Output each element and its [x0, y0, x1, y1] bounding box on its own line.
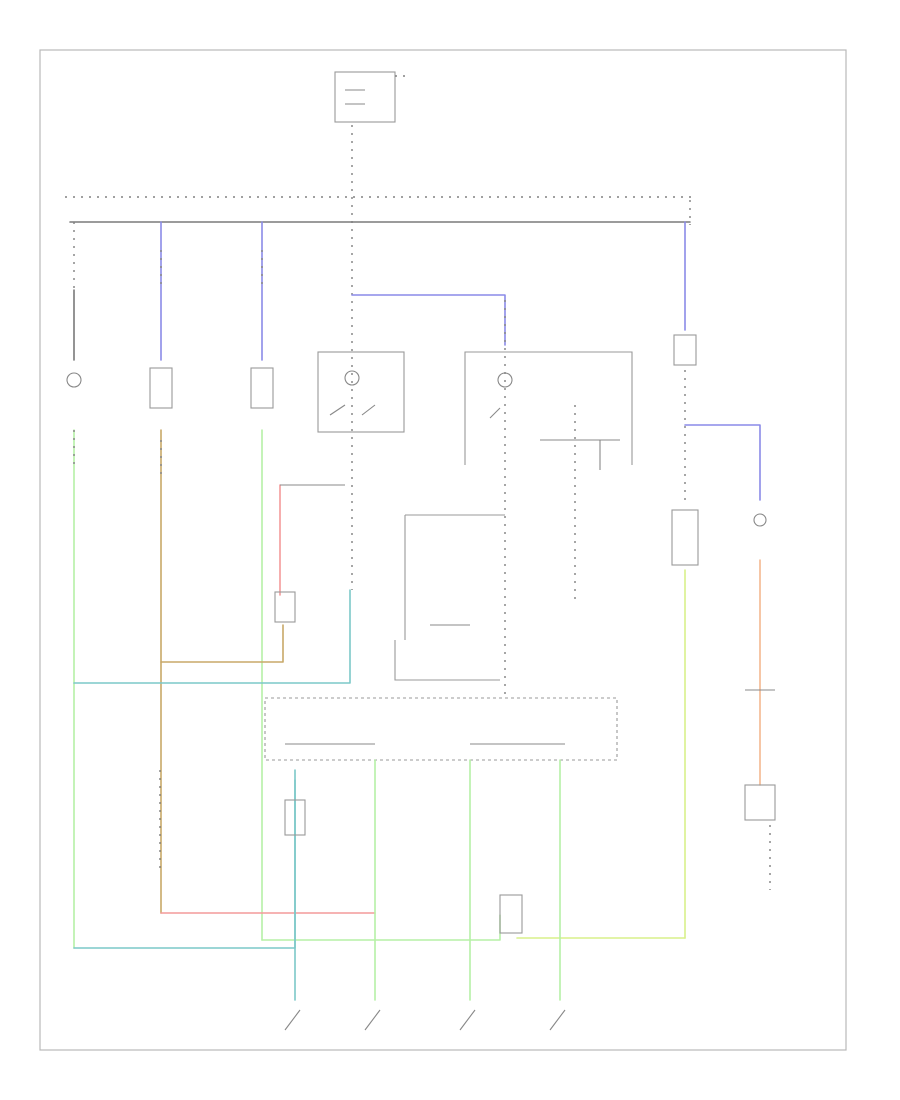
- bottom-switch-4: [549, 1009, 566, 1031]
- bottom-switch-2: [364, 1009, 381, 1031]
- relay-small: [274, 591, 296, 623]
- bottom-switch-3: [459, 1009, 476, 1031]
- relay-box-left: [317, 351, 405, 433]
- left-column-2: [149, 221, 173, 914]
- diagram-frame: [39, 49, 847, 1051]
- blue-loop: [351, 294, 506, 346]
- teal-wire-top: [73, 589, 351, 684]
- fuse-block-top: [334, 71, 410, 123]
- center-lower-box: [394, 514, 505, 681]
- bottom-columns: [159, 759, 561, 1001]
- left-column-1: [66, 222, 82, 949]
- right-column: [671, 221, 776, 939]
- green-wire-bottom: [261, 914, 501, 941]
- ground-junction: [499, 894, 523, 934]
- relay-box-right: [464, 351, 633, 600]
- yo-wire-relay: [160, 624, 284, 663]
- bottom-switch-1: [284, 1009, 301, 1031]
- left-column-3: [250, 221, 274, 941]
- control-module: [264, 697, 618, 761]
